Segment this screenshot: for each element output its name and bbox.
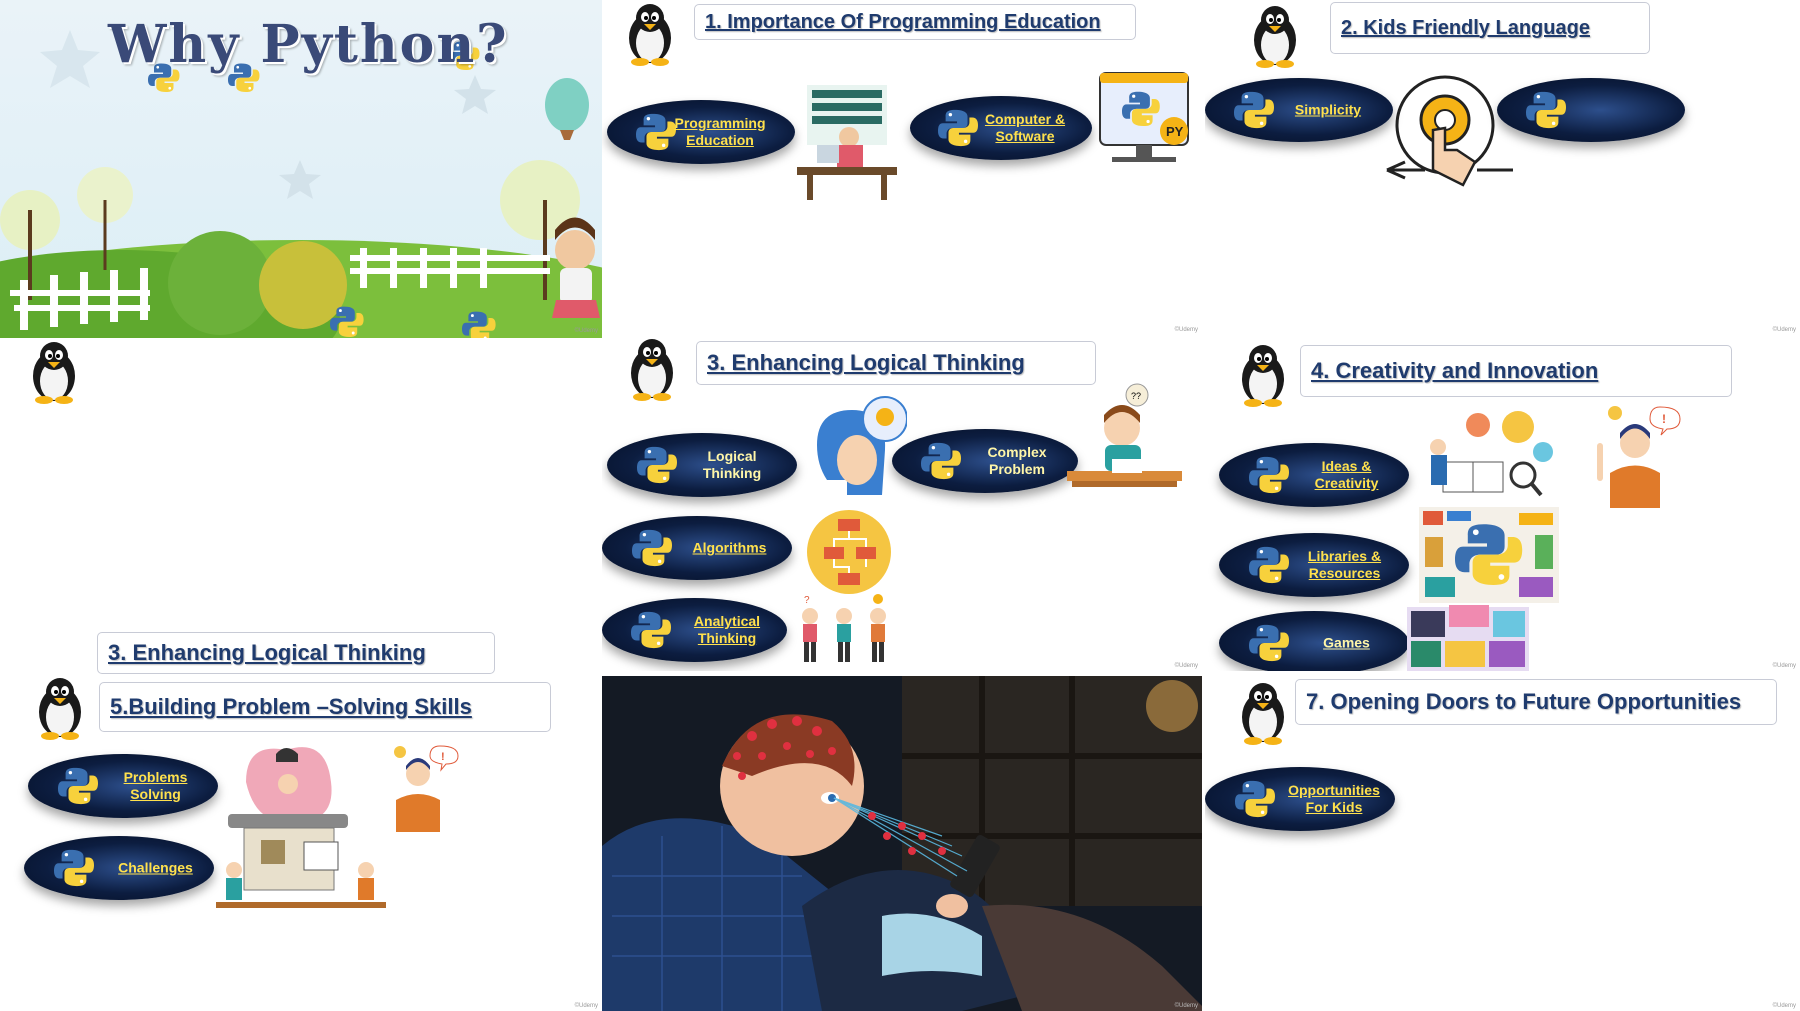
watermark: ©Udemy — [1174, 1003, 1198, 1009]
slide-heading: 5.Building Problem –Solving Skills — [99, 682, 551, 732]
python-logo-icon — [1234, 91, 1275, 129]
python-libraries-collage — [1419, 507, 1559, 603]
slide-heading: 4. Creativity and Innovation — [1300, 345, 1732, 397]
heading-text: 7. Opening Doors to Future Opportunities — [1306, 689, 1742, 714]
pill-label: Computer & Software — [984, 111, 1066, 144]
watermark: ©Udemy — [1174, 327, 1198, 333]
heading-text: 3. Enhancing Logical Thinking — [707, 350, 1025, 375]
penguin-icon — [1254, 6, 1296, 68]
creative-idea-illustration — [1430, 411, 1553, 497]
penguin-icon — [1242, 683, 1284, 745]
pill-challenges[interactable]: Challenges — [24, 836, 214, 900]
slide-programming-education[interactable]: 1. Importance Of Programming Education P… — [602, 0, 1202, 335]
slide-creativity-innovation[interactable]: 4. Creativity and Innovation Ideas & Cre… — [1205, 335, 1800, 671]
pill-label: Games — [1323, 634, 1370, 651]
slide-heading: 1. Importance Of Programming Education — [694, 4, 1136, 40]
watermark: ©Udemy — [1174, 663, 1198, 669]
slide-enhancing-logical-thinking[interactable]: 3. Enhancing Logical Thinking Logical Th… — [602, 335, 1202, 671]
penguin-icon — [33, 342, 75, 404]
heading-text: 1. Importance Of Programming Education — [705, 10, 1101, 33]
thinking-man-illustration: ! — [394, 745, 459, 832]
slide-boy-with-tablet-image[interactable]: ©Udemy — [602, 676, 1202, 1011]
title-slide[interactable]: Why Python? ©Udemy — [0, 0, 602, 338]
slide-heading: 3. Enhancing Logical Thinking — [696, 341, 1096, 385]
flowchart-icon — [807, 510, 891, 594]
pill-opportunities-for-kids[interactable]: Opportunities For Kids — [1205, 767, 1395, 831]
pill-algorithms[interactable]: Algorithms — [602, 516, 792, 580]
pill-games[interactable]: Games — [1219, 611, 1409, 671]
problem-solving-kids-illustration — [216, 747, 386, 908]
python-logo-icon — [630, 611, 671, 649]
python-logo-icon — [1248, 624, 1289, 662]
penguin-icon — [39, 678, 81, 740]
coder-at-desk-illustration — [797, 85, 897, 200]
analysts-group-illustration: ? — [802, 594, 886, 662]
watermark: ©Udemy — [574, 1003, 598, 1009]
svg-text:?: ? — [804, 595, 810, 606]
heading-text: 2. Kids Friendly Language — [1341, 16, 1590, 39]
title-text: Why Python? — [108, 14, 509, 75]
python-logo-icon — [1234, 780, 1275, 818]
confused-student-illustration: ?? — [1067, 383, 1182, 487]
penguin-icon — [629, 4, 671, 66]
pill-empty[interactable] — [1497, 78, 1685, 142]
python-logo-icon — [1526, 91, 1567, 129]
watermark: ©Udemy — [574, 328, 598, 334]
python-logo-icon — [631, 529, 672, 567]
previous-slide-heading: 3. Enhancing Logical Thinking — [97, 632, 495, 674]
python-logo-icon — [636, 446, 677, 484]
pill-label: Analytical Thinking — [693, 613, 761, 646]
pill-computer-software[interactable]: Computer & Software — [910, 96, 1092, 160]
heading-text: 5.Building Problem –Solving Skills — [110, 694, 472, 719]
penguin-icon — [631, 339, 673, 401]
pill-label: Ideas & Creativity — [1314, 458, 1379, 491]
pill-label: Challenges — [118, 859, 193, 876]
heading-text: 4. Creativity and Innovation — [1311, 358, 1599, 383]
pill-label: Complex Problem — [987, 444, 1047, 477]
svg-text:!: ! — [1662, 412, 1666, 426]
python-logo-icon — [921, 442, 962, 480]
pill-complex-problem[interactable]: Complex Problem — [892, 429, 1078, 493]
watermark: ©Udemy — [1772, 327, 1796, 333]
games-collage-illustration — [1407, 605, 1529, 671]
pill-label: Logical Thinking — [702, 448, 762, 481]
pill-analytical-thinking[interactable]: Analytical Thinking — [602, 598, 787, 662]
svg-text:PY: PY — [1166, 124, 1184, 139]
slide-heading: 2. Kids Friendly Language — [1330, 2, 1650, 54]
head-lightbulb-icon — [817, 396, 907, 495]
pill-label: Problems Solving — [123, 769, 188, 802]
pill-label: Algorithms — [692, 539, 767, 556]
pill-label: Opportunities For Kids — [1288, 782, 1380, 815]
pill-label: Simplicity — [1294, 101, 1362, 118]
watermark: ©Udemy — [1772, 1003, 1796, 1009]
gear-touch-icon — [1386, 75, 1513, 187]
python-monitor-icon: PY — [1099, 72, 1189, 162]
penguin-icon — [1242, 345, 1284, 407]
slide-heading: 7. Opening Doors to Future Opportunities — [1295, 679, 1777, 725]
slide-kids-friendly-language[interactable]: 2. Kids Friendly Language Simplicity ©Ud… — [1205, 0, 1800, 335]
pill-logical-thinking[interactable]: Logical Thinking — [607, 433, 797, 497]
python-logo-icon — [57, 767, 98, 805]
title-scenery-illustration — [0, 30, 602, 338]
pill-programming-education[interactable]: Programming Education — [607, 100, 795, 164]
pill-label: Libraries & Resources — [1307, 548, 1382, 581]
pill-label: Programming Education — [674, 115, 766, 148]
thinking-man-illustration: ! — [1597, 406, 1681, 508]
slide-problem-solving[interactable]: 3. Enhancing Logical Thinking 5.Building… — [0, 622, 602, 1011]
heading-text: 3. Enhancing Logical Thinking — [108, 640, 426, 665]
svg-text:!: ! — [441, 751, 445, 763]
pill-simplicity[interactable]: Simplicity — [1205, 78, 1393, 142]
pill-problems-solving[interactable]: Problems Solving — [28, 754, 218, 818]
watermark: ©Udemy — [1772, 663, 1796, 669]
python-logo-icon — [53, 849, 94, 887]
python-logo-icon — [1248, 456, 1289, 494]
pill-ideas-creativity[interactable]: Ideas & Creativity — [1219, 443, 1409, 507]
boy-tablet-3d-image — [602, 676, 1202, 1011]
pill-libraries-resources[interactable]: Libraries & Resources — [1219, 533, 1409, 597]
slide-future-opportunities[interactable]: 7. Opening Doors to Future Opportunities… — [1205, 671, 1800, 1011]
svg-text:??: ?? — [1131, 391, 1141, 401]
python-logo-icon — [1248, 546, 1289, 584]
